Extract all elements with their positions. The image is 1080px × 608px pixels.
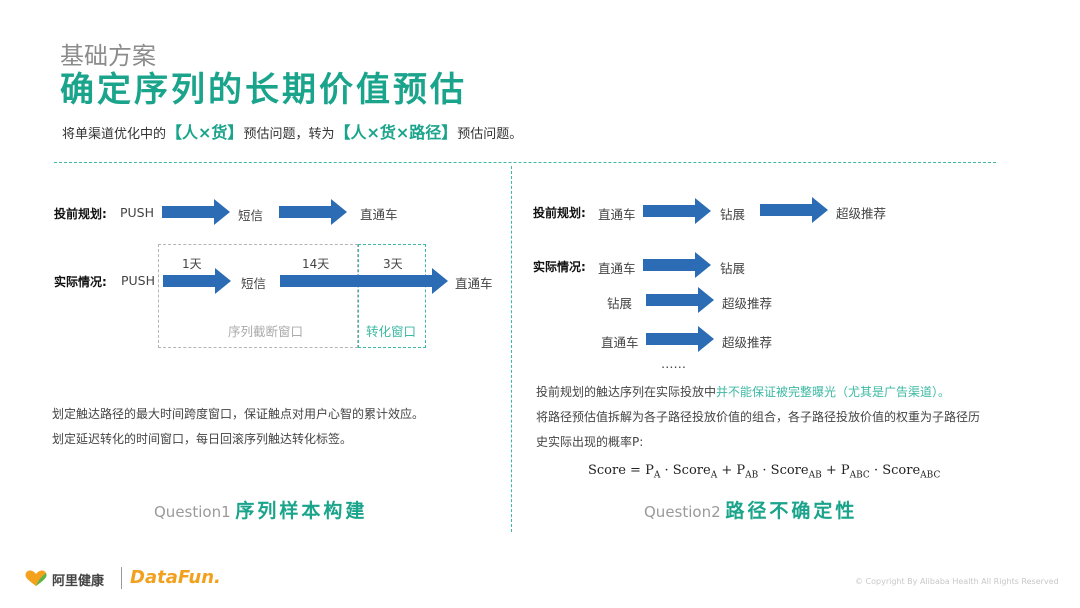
arrow-icon	[646, 287, 714, 313]
right-plan-node-cjtj: 超级推荐	[836, 206, 887, 221]
formula-lhs: Score =	[588, 463, 641, 478]
intro-highlight-1: 【人×货】	[166, 123, 244, 142]
question2-heading: Question2 路径不确定性	[644, 496, 857, 523]
question2-title: 路径不确定性	[725, 500, 858, 522]
left-paragraph-2: 划定延迟转化的时间窗口，每日回滚序列触达转化标签。	[52, 432, 353, 446]
left-plan-label: 投前规划:	[54, 207, 107, 221]
horizontal-divider	[54, 162, 996, 163]
arrow-icon	[643, 252, 711, 278]
right-paragraph-1b: 并不能保证被完整曝光（尤其是广告渠道）。	[716, 385, 951, 399]
left-actual-node-sms: 短信	[241, 276, 267, 291]
question1-title: 序列样本构建	[235, 500, 368, 522]
right-row3-to: 超级推荐	[722, 335, 773, 350]
brand-separator	[121, 567, 122, 589]
left-plan-node-ztc: 直通车	[360, 207, 398, 222]
brand-datafun: DataFun.	[130, 567, 221, 588]
conversion-window-label: 转化窗口	[366, 324, 417, 339]
question1-heading: Question1 序列样本构建	[154, 496, 367, 523]
left-actual-label: 实际情况:	[54, 275, 107, 289]
right-row1-to: 钻展	[720, 261, 746, 276]
right-plan-node-zz: 钻展	[720, 207, 746, 222]
right-row1-from: 直通车	[598, 261, 636, 276]
page-subtitle: 基础方案	[60, 42, 156, 70]
copyright-text: © Copyright By Alibaba Health All Rights…	[855, 577, 1059, 586]
score-formula: Score = PA · ScoreA + PAB · ScoreAB + PA…	[588, 463, 940, 481]
left-plan-node-push: PUSH	[120, 205, 155, 220]
duration-2: 14天	[302, 257, 330, 271]
right-actual-label: 实际情况:	[533, 260, 586, 274]
conversion-window	[358, 244, 426, 348]
duration-3: 3天	[383, 257, 403, 271]
right-paragraph-3: 史实际出现的概率P:	[536, 435, 644, 449]
formula-term-a: PA · ScoreA	[645, 463, 718, 481]
long-arrow-icon	[280, 268, 448, 294]
formula-term-abc: PABC · ScoreABC	[840, 463, 941, 481]
right-paragraph-2: 将路径预估值拆解为各子路径投放价值的组合，各子路径投放价值的权重为子路径历	[536, 410, 981, 424]
sequence-window-label: 序列截断窗口	[228, 324, 304, 339]
arrow-icon	[643, 198, 711, 224]
right-row3-from: 直通车	[601, 335, 639, 350]
sequence-truncation-window	[158, 244, 358, 348]
formula-plus: +	[825, 463, 837, 478]
formula-term-ab: PAB · ScoreAB	[736, 463, 822, 481]
right-row2-from: 钻展	[607, 296, 633, 311]
right-row2-to: 超级推荐	[722, 296, 773, 311]
right-plan-label: 投前规划:	[533, 206, 586, 220]
intro-part1: 将单渠道优化中的	[62, 127, 167, 142]
page-title: 确定序列的长期价值预估	[60, 70, 467, 110]
left-actual-node-ztc: 直通车	[455, 276, 493, 291]
left-actual-node-push: PUSH	[121, 273, 156, 288]
left-plan-node-sms: 短信	[238, 208, 264, 223]
intro-text: 将单渠道优化中的【人×货】预估问题，转为【人×货×路径】预估问题。	[62, 119, 522, 143]
intro-part2: 预估问题，转为	[243, 127, 335, 142]
arrow-icon	[760, 197, 828, 223]
vertical-divider	[511, 166, 512, 532]
right-paragraph-1a: 投前规划的触达序列在实际投放中	[536, 385, 717, 399]
question2-prefix: Question2	[644, 503, 721, 521]
duration-1: 1天	[182, 257, 202, 271]
arrow-icon	[646, 326, 714, 352]
arrow-icon	[163, 268, 231, 294]
right-ellipsis: ……	[661, 356, 686, 371]
intro-part3: 预估问题。	[457, 127, 523, 142]
right-paragraph-1: 投前规划的触达序列在实际投放中并不能保证被完整曝光（尤其是广告渠道）。	[536, 383, 950, 400]
arrow-icon	[279, 199, 347, 225]
question1-prefix: Question1	[154, 503, 231, 521]
arrow-icon	[162, 199, 230, 225]
alibaba-health-heart-icon	[25, 570, 47, 586]
formula-plus: +	[721, 463, 733, 478]
left-paragraph-1: 划定触达路径的最大时间跨度窗口，保证触点对用户心智的累计效应。	[52, 407, 425, 421]
brand-alibaba-health: 阿里健康	[52, 574, 105, 589]
intro-highlight-2: 【人×货×路径】	[334, 123, 458, 142]
right-plan-node-ztc: 直通车	[598, 207, 636, 222]
